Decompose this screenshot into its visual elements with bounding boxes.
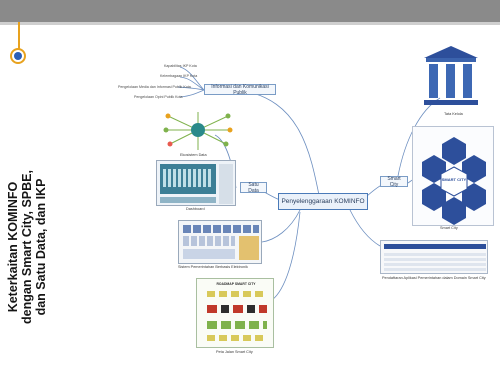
caption-dashboard: Dashboard [186, 207, 205, 211]
pillars-image [422, 44, 480, 110]
spbe-row-1 [183, 225, 259, 233]
caption-table: Pendaftaran Aplikasi Pemerintahan dalam … [382, 276, 486, 280]
spbe-row-2 [183, 236, 235, 246]
table-header [384, 244, 486, 249]
table-rows [384, 251, 486, 271]
spbe-side [239, 236, 259, 260]
node-satu-data: Satu Data [240, 181, 267, 194]
pin-stem [18, 22, 20, 52]
spbe-row-3 [183, 249, 235, 259]
caption-roadmap: Peta Jalan Smart City [216, 350, 253, 354]
caption-hex: Smart City [440, 226, 458, 230]
caption-pillars: Tata Kelola [444, 112, 463, 116]
dashboard-bars [163, 169, 213, 187]
dashboard-footer [160, 197, 216, 203]
caption-spbe: Sistem Pemerintahan Berbasis Elektronik [178, 265, 248, 269]
top-bar-shadow [0, 22, 500, 25]
ikp-item-2: Kelembagaan IKP Kota [160, 74, 198, 78]
spbe-image [178, 220, 262, 264]
ecosystem-graphic [163, 112, 233, 150]
ikp-item-1: Kapabilitas IKP Kota [164, 64, 197, 68]
hex-center-label: SMART CITY [441, 177, 467, 182]
hex-image: SMART CITY [412, 126, 494, 226]
roadmap-row-1 [207, 291, 267, 297]
dashboard-sidebar [219, 164, 233, 204]
node-smart-city-label: Smart City [387, 175, 401, 188]
pin-dot [14, 52, 22, 60]
roadmap-row-4 [207, 335, 267, 341]
roadmap-row-2 [207, 305, 267, 313]
node-central: Penyelenggaraan KOMINFO [278, 193, 368, 210]
caption-ecosystem: Ekosistem Data [180, 153, 207, 157]
top-bar [0, 0, 500, 22]
node-smart-city: Smart City [380, 175, 408, 188]
node-satu-data-label: Satu Data [248, 181, 259, 194]
ikp-item-3: Pengelolaan Media dan Informasi Publik K… [118, 85, 191, 89]
roadmap-row-3 [207, 321, 267, 329]
ikp-item-4: Pengelolaan Opini Publik Kota [134, 95, 183, 99]
node-ikp-label: Informasi dan Komunikasi Publik [211, 83, 269, 96]
node-central-label: Penyelenggaraan KOMINFO [281, 198, 365, 205]
dashboard-image [156, 160, 236, 206]
roadmap-title: ROADMAP SMART CITY [216, 282, 256, 286]
table-image [380, 240, 488, 274]
hex-graphic [422, 137, 486, 225]
roadmap-image: ROADMAP SMART CITY [196, 278, 274, 348]
node-ikp: Informasi dan Komunikasi Publik [204, 83, 276, 96]
ecosystem-diagram [158, 110, 238, 152]
pillars-graphic [424, 46, 478, 105]
